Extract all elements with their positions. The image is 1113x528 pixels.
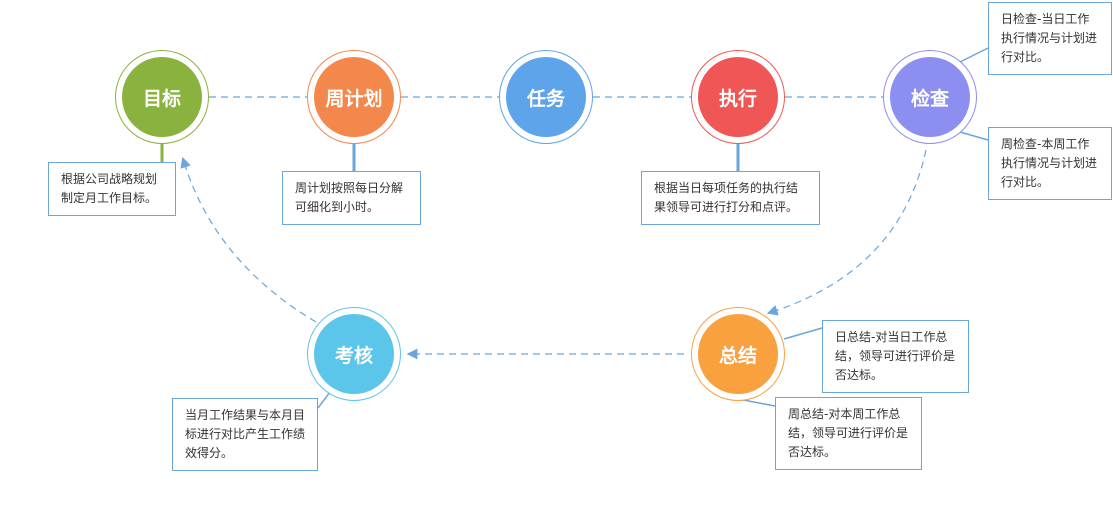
note-weekly-summary: 周总结-对本周工作总结，领导可进行评价是否达标。 <box>775 397 922 470</box>
node-execute[interactable]: 执行 <box>691 50 785 144</box>
node-execute-label: 执行 <box>698 57 778 137</box>
note-execute: 根据当日每项任务的执行结果领导可进行打分和点评。 <box>641 171 820 225</box>
node-check[interactable]: 检查 <box>883 50 977 144</box>
link-check-daily <box>959 47 989 63</box>
node-summary[interactable]: 总结 <box>691 307 785 401</box>
link-check-weekly <box>959 131 989 141</box>
node-task[interactable]: 任务 <box>499 50 593 144</box>
note-target: 根据公司战略规划制定月工作目标。 <box>48 162 176 216</box>
node-summary-label: 总结 <box>698 314 778 394</box>
note-daily-check: 日检查-当日工作执行情况与计划进行对比。 <box>988 2 1112 75</box>
node-task-label: 任务 <box>506 57 586 137</box>
node-weekly-plan[interactable]: 周计划 <box>307 50 401 144</box>
node-assess-label: 考核 <box>314 314 394 394</box>
note-weekly-check: 周检查-本周工作执行情况与计划进行对比。 <box>988 127 1112 200</box>
link-summary-daily <box>783 327 823 340</box>
note-daily-summary: 日总结-对当日工作总结，领导可进行评价是否达标。 <box>822 320 969 393</box>
arrow-assess-target <box>180 156 317 323</box>
node-check-label: 检查 <box>890 57 970 137</box>
node-weekly-plan-label: 周计划 <box>314 57 394 137</box>
note-assess: 当月工作结果与本月目标进行对比产生工作绩效得分。 <box>172 398 318 471</box>
arrow-check-summary <box>766 149 927 316</box>
node-target-label: 目标 <box>122 57 202 137</box>
node-target[interactable]: 目标 <box>115 50 209 144</box>
link-assess-box <box>317 391 331 409</box>
note-weekly-plan: 周计划按照每日分解可细化到小时。 <box>282 171 421 225</box>
node-assess[interactable]: 考核 <box>307 307 401 401</box>
